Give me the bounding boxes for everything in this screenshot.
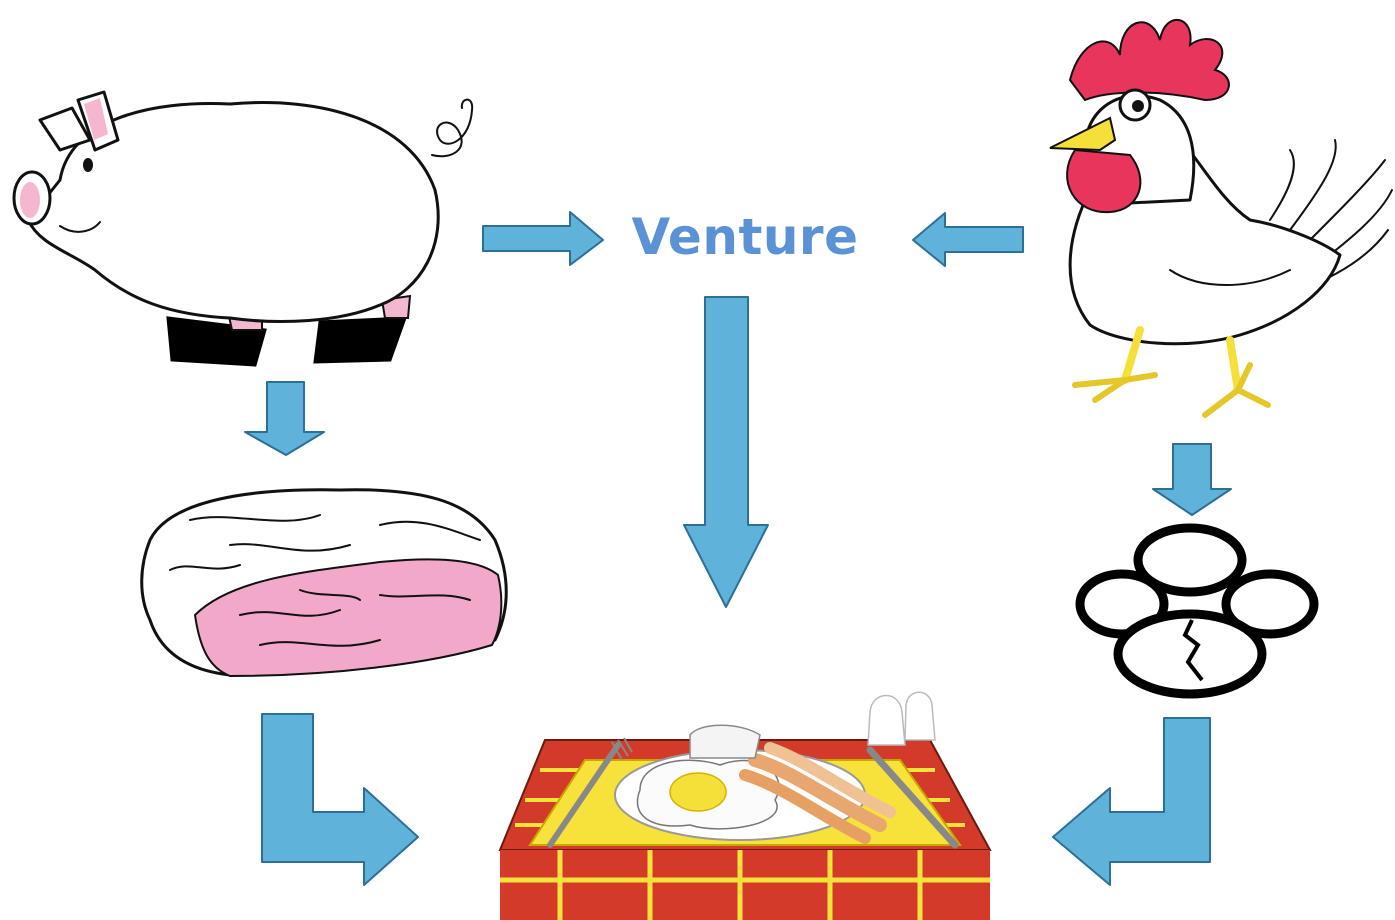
pig-illustration [12,90,474,367]
rooster-illustration [1049,19,1393,418]
arrow-eggs-to-breakfast [1052,717,1211,886]
arrow-pig-to-venture [482,211,604,266]
ham-illustration [140,488,508,678]
arrow-pig-to-ham [244,381,325,456]
breakfast-table-illustration [498,691,992,920]
arrow-venture-to-breakfast [683,296,769,608]
arrow-rooster-to-venture [912,212,1024,267]
arrow-ham-to-breakfast [261,713,419,886]
arrow-rooster-to-eggs [1152,443,1232,516]
venture-label: Venture [631,208,859,266]
eggs-illustration [1075,523,1319,699]
